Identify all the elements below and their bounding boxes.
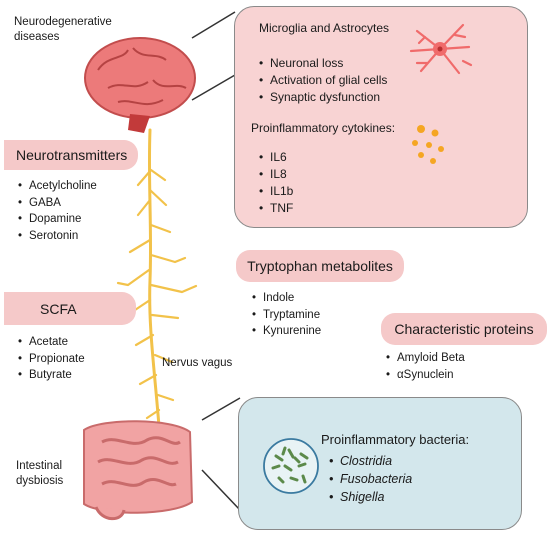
list-item: αSynuclein [386,367,465,384]
brain-icon [84,37,196,133]
astrocyte-icon [409,23,473,75]
list-item: Synaptic dysfunction [259,89,387,106]
list-item: Shigella [329,488,412,506]
brain-effects-panel: Microglia and Astrocytes Neuronal loss A… [234,6,528,228]
tryptophan-title: Tryptophan metabolites [236,250,404,282]
neurotransmitters-title: Neurotransmitters [4,140,138,170]
list-item: Serotonin [18,228,97,245]
gut-bacteria-panel: Proinflammatory bacteria: Clostridia Fus… [238,397,522,530]
list-item: Dopamine [18,211,97,228]
neurotransmitters-list: Acetylcholine GABA Dopamine Serotonin [18,178,97,244]
list-item: Kynurenine [252,323,321,340]
list-item: Acetate [18,334,85,351]
list-item: Fusobacteria [329,470,412,488]
scfa-list: Acetate Propionate Butyrate [18,334,85,384]
list-item: IL6 [259,149,293,166]
list-item: Tryptamine [252,307,321,324]
list-item: Clostridia [329,452,412,470]
list-item: IL8 [259,166,293,183]
list-item: GABA [18,195,97,212]
glial-effects-list: Neuronal loss Activation of glial cells … [259,55,387,106]
cytokine-dots-icon [412,125,444,164]
scfa-title: SCFA [4,292,136,325]
list-item: Butyrate [18,367,85,384]
microglia-title: Microglia and Astrocytes [259,21,390,35]
bacteria-icon [263,438,319,494]
list-item: TNF [259,200,293,217]
bacteria-list: Clostridia Fusobacteria Shigella [329,452,412,506]
list-item: Acetylcholine [18,178,97,195]
cytokines-list: IL6 IL8 IL1b TNF [259,149,293,217]
gut-label: Intestinal dysbiosis [16,460,64,487]
tryptophan-list: Indole Tryptamine Kynurenine [252,290,321,340]
bacteria-title: Proinflammatory bacteria: [321,432,470,447]
list-item: Activation of glial cells [259,72,387,89]
list-item: Propionate [18,351,85,368]
list-item: Indole [252,290,321,307]
proteins-list: Amyloid Beta αSynuclein [386,350,465,383]
cytokines-title: Proinflammatory cytokines: [251,121,396,135]
proteins-title: Characteristic proteins [381,313,547,345]
intestine-icon [83,420,194,521]
vagus-label: Nervus vagus [162,357,233,369]
list-item: IL1b [259,183,293,200]
list-item: Neuronal loss [259,55,387,72]
brain-label: Neurodegenerative diseases [14,16,112,43]
list-item: Amyloid Beta [386,350,465,367]
